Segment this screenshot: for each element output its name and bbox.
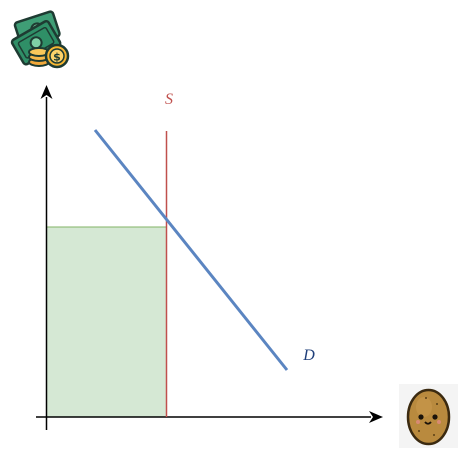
shaded-area [46,226,167,418]
potato-icon [399,384,458,448]
demand-curve [93,129,289,371]
svg-text:$: $ [53,51,61,64]
x-axis-arrowhead [369,411,383,423]
y-axis-arrowhead [40,85,53,99]
y-axis [40,85,53,430]
demand-label: D [302,347,315,364]
supply-label: S [165,91,173,108]
money-icon: $ [10,10,70,69]
x-axis [36,411,383,423]
